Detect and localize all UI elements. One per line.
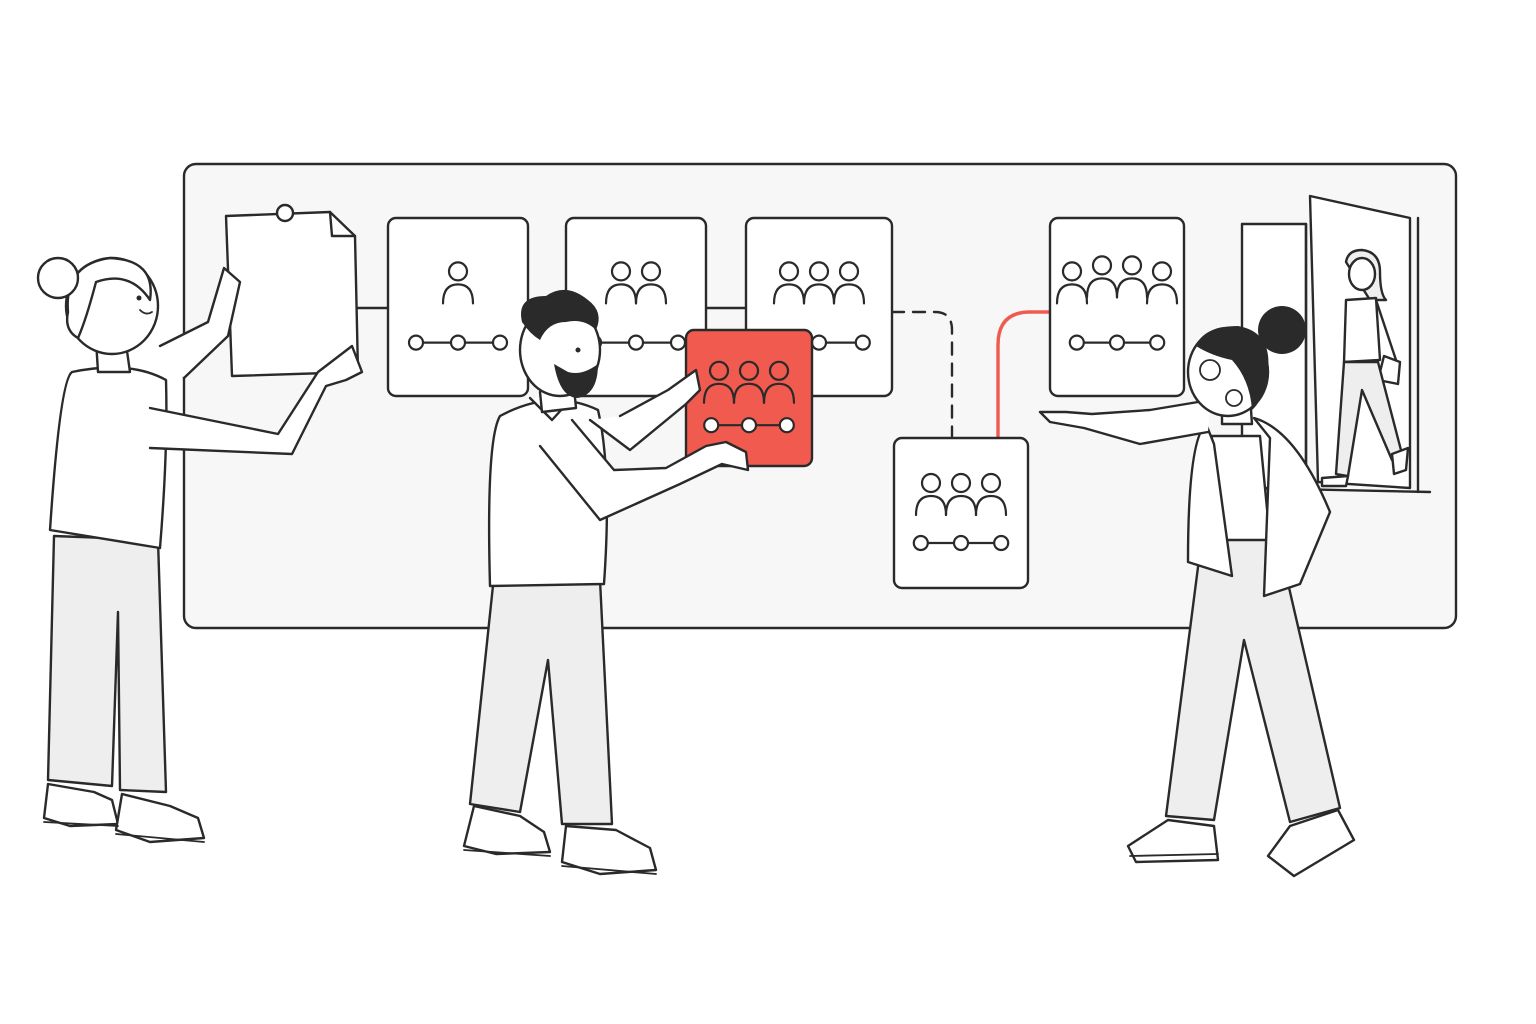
person-entering — [1320, 248, 1410, 488]
person-left — [36, 256, 364, 844]
person-middle-front — [518, 289, 750, 522]
people-group-icon — [1055, 255, 1179, 305]
person-right — [1038, 306, 1356, 878]
three-dot-timeline-icon — [407, 334, 509, 351]
stage-card — [684, 328, 814, 468]
three-dot-timeline-icon — [1068, 334, 1166, 351]
people-group-icon — [604, 261, 668, 305]
stage-card — [1048, 216, 1186, 398]
connector-dashed — [890, 310, 954, 442]
three-dot-timeline-icon — [703, 417, 795, 434]
people-group-icon — [441, 261, 475, 305]
people-group-icon — [914, 472, 1008, 517]
stage-card — [892, 436, 1030, 590]
people-group-icon — [702, 360, 796, 404]
stage-card — [386, 216, 530, 398]
people-group-icon — [772, 261, 866, 305]
pinned-document-icon — [224, 203, 360, 378]
three-dot-timeline-icon — [912, 534, 1010, 552]
connector-accent — [996, 310, 1052, 440]
